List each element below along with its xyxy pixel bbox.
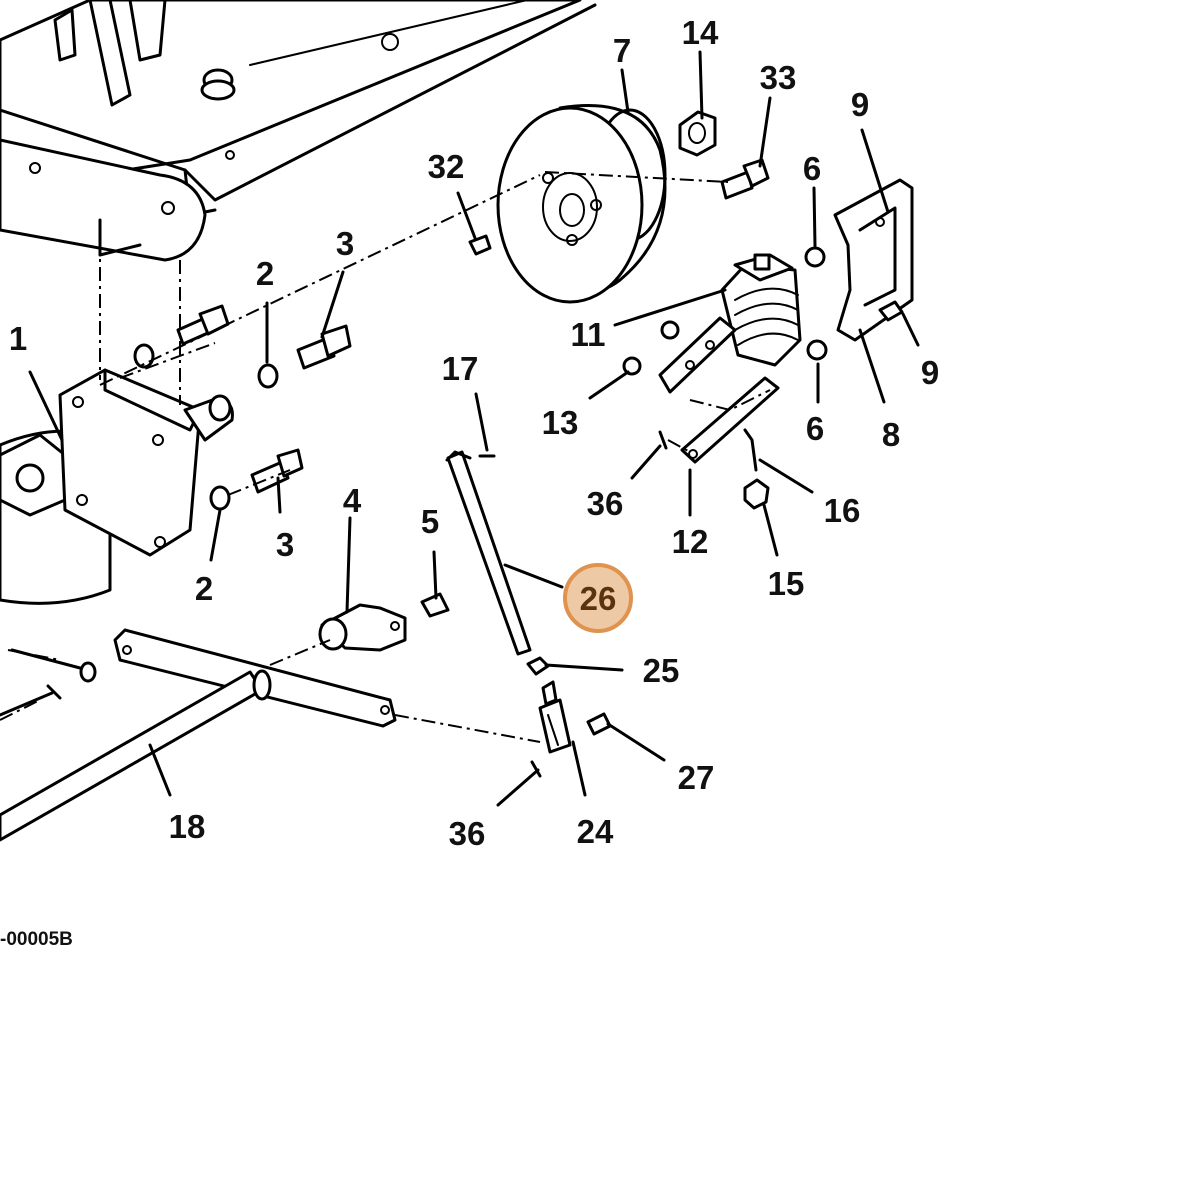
bolt-5 [420, 592, 450, 618]
callout-5: 5 [421, 503, 439, 540]
key-32 [468, 234, 492, 256]
callout-7: 7 [613, 32, 631, 69]
callout-36-upper: 36 [587, 485, 624, 522]
callout-11: 11 [571, 316, 606, 353]
bolt-33 [720, 158, 770, 200]
callout-36-lower: 36 [449, 815, 486, 852]
yoke-24 [538, 680, 572, 754]
callout-3-upper: 3 [336, 225, 354, 262]
callout-13: 13 [542, 404, 579, 441]
nut-6-lower [806, 339, 828, 361]
callout-9-upper: 9 [851, 86, 869, 123]
callout-26: 26 [580, 580, 617, 617]
callout-8: 8 [882, 416, 900, 453]
callout-1: 1 [9, 320, 27, 357]
assembly-lines [0, 171, 771, 743]
figure-code: -00005B [0, 929, 73, 950]
mower-frame [0, 0, 597, 262]
washer-left [79, 661, 97, 683]
pin-16 [743, 428, 758, 472]
bracket-8 [833, 178, 914, 342]
callout-12: 12 [672, 523, 709, 560]
callout-4: 4 [343, 482, 362, 519]
callout-15: 15 [768, 565, 805, 602]
clip-left [46, 684, 62, 700]
callout-6-upper: 6 [803, 150, 821, 187]
clip-36-lower [530, 760, 542, 778]
callout-3-lower: 3 [276, 526, 294, 563]
callout-27: 27 [678, 759, 715, 796]
nut-6-upper [804, 246, 826, 268]
rod-26 [445, 450, 532, 656]
callout-labels: 1 2 2 3 3 4 5 6 6 7 8 9 9 11 12 13 14 15… [9, 14, 939, 852]
clip-36-upper [658, 430, 668, 450]
callout-17: 17 [442, 350, 479, 387]
clutch-assembly [720, 253, 802, 367]
callout-6-lower: 6 [806, 410, 824, 447]
highlighted-callout-26: 26 [563, 563, 633, 633]
callout-24: 24 [577, 813, 614, 850]
shaft-18 [0, 669, 272, 842]
nut-15 [743, 478, 770, 510]
callout-16: 16 [824, 492, 861, 529]
callout-14: 14 [682, 14, 719, 51]
callout-2-lower: 2 [195, 570, 213, 607]
callout-32: 32 [428, 148, 465, 185]
bolt-upper-left [133, 304, 230, 369]
callout-2-upper: 2 [256, 255, 274, 292]
leader-lines [0, 50, 920, 807]
bolt-upper [257, 324, 352, 389]
bushing-4 [318, 603, 407, 652]
highlight-circle [563, 563, 633, 633]
callout-33: 33 [760, 59, 797, 96]
bolt-lower [209, 448, 304, 511]
callout-25: 25 [643, 652, 680, 689]
pulley [496, 104, 667, 304]
hydraulic-motor [0, 368, 234, 605]
callout-18: 18 [169, 808, 206, 845]
callout-9-lower: 9 [921, 354, 939, 391]
nut-14 [678, 110, 717, 157]
bolt-13 [622, 320, 680, 376]
bolt-9 [878, 300, 904, 322]
